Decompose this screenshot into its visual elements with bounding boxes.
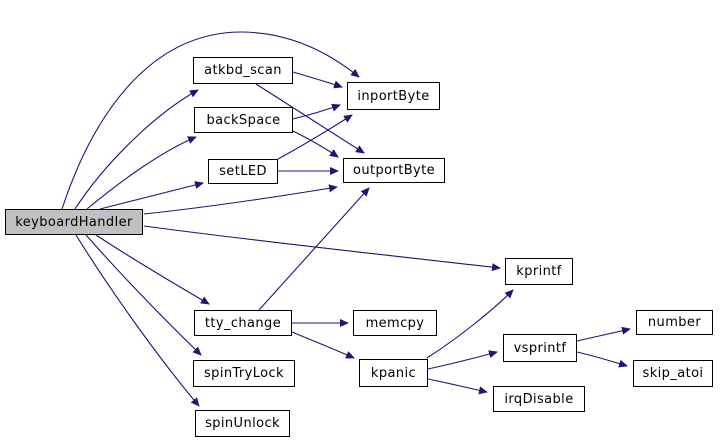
- node-inportByte[interactable]: inportByte: [347, 82, 440, 110]
- edge-backSpace-to-outportByte: [292, 130, 339, 158]
- edge-kpanic-to-kprintf: [426, 289, 514, 359]
- edge-keyboardHandler-to-setLED: [99, 181, 204, 210]
- edge-vsprintf-to-skip_atoi: [576, 351, 628, 368]
- node-number[interactable]: number: [636, 310, 713, 335]
- edge-tty_change-to-kpanic: [291, 331, 355, 359]
- node-tty_change[interactable]: tty_change: [194, 310, 292, 336]
- edge-atkbd_scan-to-inportByte: [292, 71, 343, 89]
- edge-backSpace-to-inportByte: [292, 103, 341, 120]
- node-spinUnlock[interactable]: spinUnlock: [195, 410, 290, 437]
- edge-keyboardHandler-to-atkbd_scan: [74, 89, 199, 210]
- node-atkbd_scan[interactable]: atkbd_scan: [193, 57, 293, 84]
- edge-keyboardHandler-to-spinTryLock: [85, 234, 202, 356]
- edge-keyboardHandler-to-backSpace: [86, 136, 197, 210]
- node-setLED[interactable]: setLED: [208, 159, 278, 184]
- node-kpanic[interactable]: kpanic: [359, 359, 428, 387]
- edge-vsprintf-to-number: [576, 326, 631, 342]
- node-kprintf[interactable]: kprintf: [505, 258, 573, 285]
- node-vsprintf[interactable]: vsprintf: [503, 334, 577, 362]
- edge-kpanic-to-irqDisable: [427, 378, 488, 395]
- edge-setLED-to-inportByte: [277, 114, 353, 160]
- node-skip_atoi[interactable]: skip_atoi: [633, 360, 713, 387]
- node-keyboardHandler: keyboardHandler: [5, 209, 143, 235]
- edge-keyboardHandler-to-kprintf: [143, 225, 501, 272]
- edge-tty_change-to-outportByte: [258, 187, 370, 311]
- node-memcpy[interactable]: memcpy: [353, 310, 437, 336]
- node-outportByte[interactable]: outportByte: [343, 158, 445, 183]
- node-spinTryLock[interactable]: spinTryLock: [193, 360, 295, 387]
- edge-keyboardHandler-to-inportByte: [61, 31, 360, 210]
- edge-keyboardHandler-to-spinUnlock: [75, 234, 200, 407]
- node-irqDisable[interactable]: irqDisable: [493, 386, 585, 412]
- edge-atkbd_scan-to-outportByte: [255, 83, 365, 154]
- edge-keyboardHandler-to-outportByte: [143, 184, 338, 215]
- edge-kpanic-to-vsprintf: [427, 350, 498, 370]
- edge-keyboardHandler-to-tty_change: [95, 234, 210, 305]
- node-backSpace[interactable]: backSpace: [194, 107, 293, 133]
